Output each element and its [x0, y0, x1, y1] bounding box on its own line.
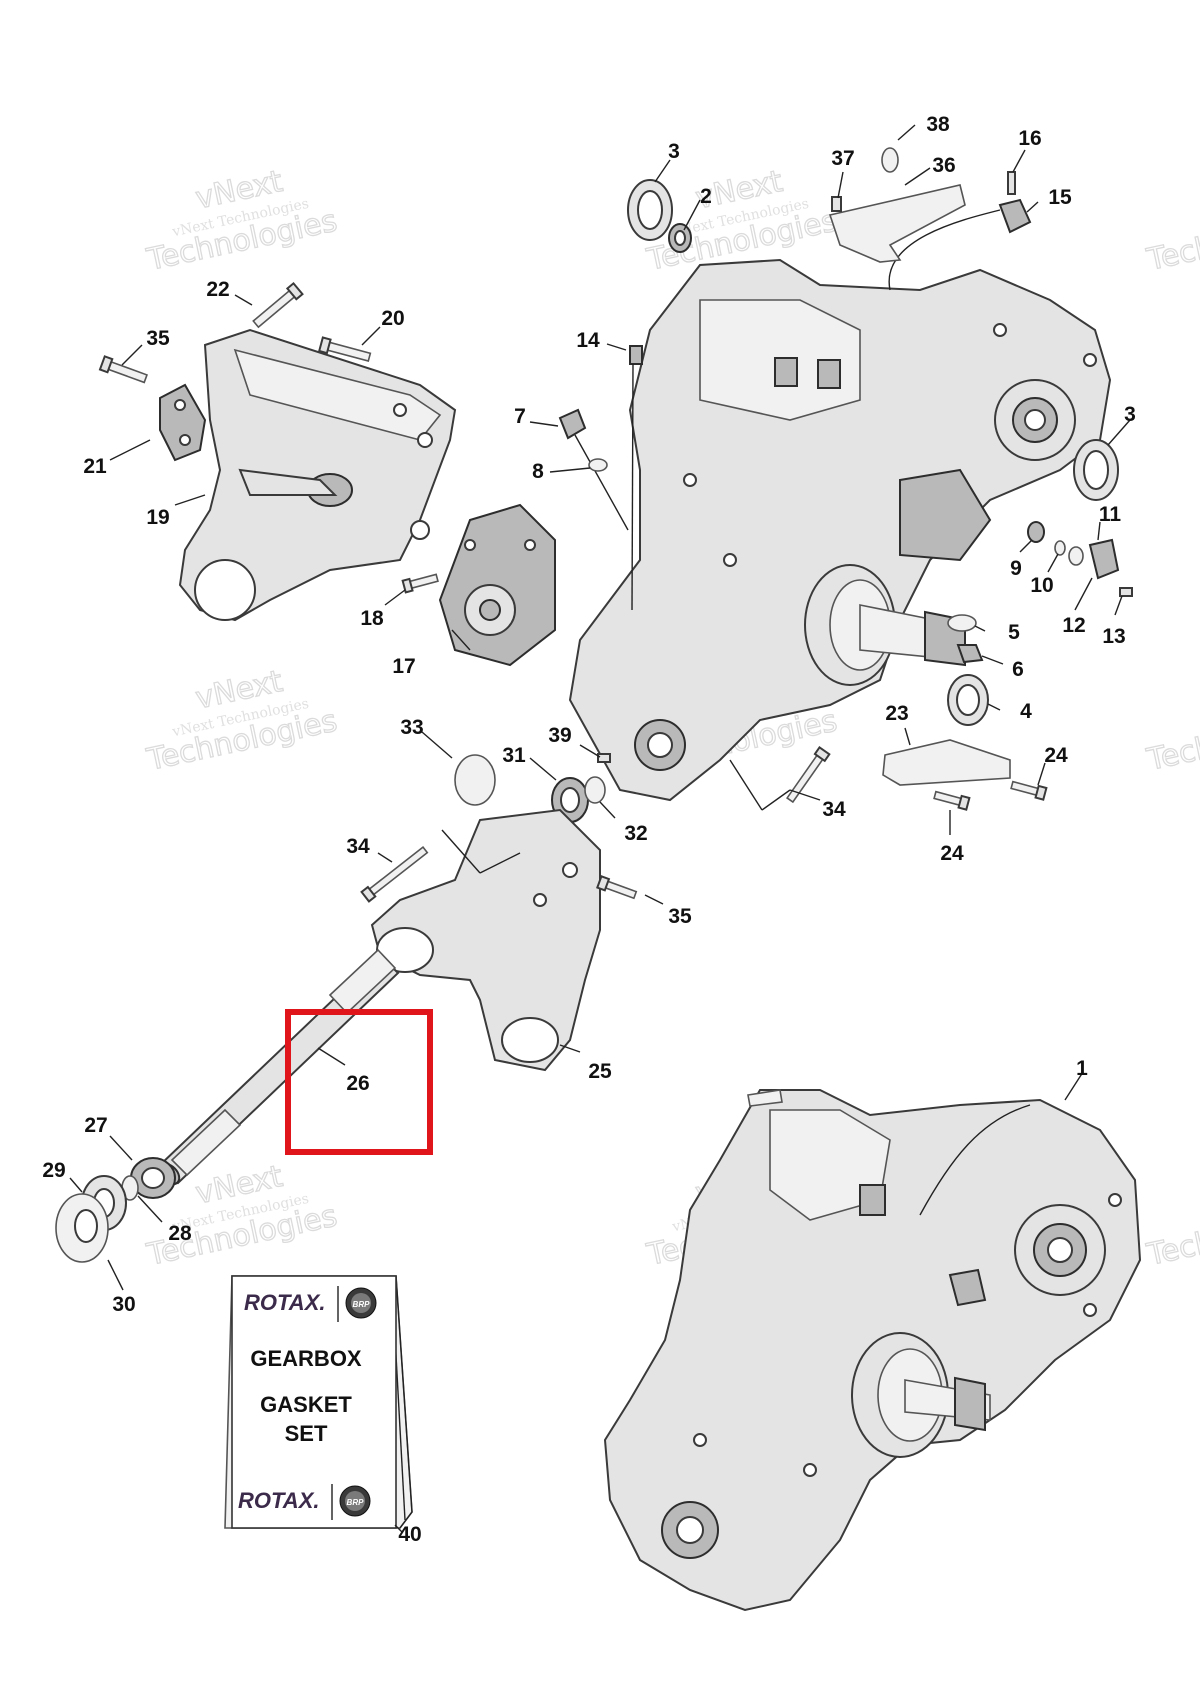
callout-18: 18	[360, 607, 384, 630]
kit-brand-top: ROTAX.	[244, 1290, 325, 1315]
callout-19: 19	[146, 506, 169, 529]
callout-2: 2	[700, 185, 712, 208]
bolt-34-right	[786, 746, 831, 804]
kit-badge-bottom: BRP	[347, 1498, 365, 1507]
kit-line-gasket: GASKET	[260, 1392, 352, 1417]
callout-12: 12	[1062, 614, 1085, 637]
callout-14: 14	[576, 329, 600, 352]
svg-text:Technologies: Technologies	[1143, 204, 1200, 279]
callout-34-left: 34	[346, 835, 370, 858]
callout-24-right: 24	[1044, 744, 1068, 767]
part-21-plate	[159, 383, 207, 462]
part-23-bracket	[882, 739, 1011, 786]
parts-4-6-seals	[947, 614, 989, 726]
leader-lines	[69, 124, 1131, 1533]
callout-20: 20	[381, 307, 404, 330]
part-19-mounting-bracket	[178, 328, 457, 622]
part-15-sensor	[998, 198, 1032, 234]
part-1-gearbox-assembly	[603, 1089, 1142, 1612]
bolts-24	[933, 780, 1048, 811]
part-17-pump-cover	[438, 503, 556, 667]
callout-26: 26	[346, 1072, 369, 1095]
part-39-pin	[597, 753, 611, 763]
callout-22: 22	[206, 278, 229, 301]
part-32-ring	[584, 776, 606, 804]
callout-39: 39	[548, 724, 571, 747]
callout-10: 10	[1030, 574, 1053, 597]
callout-36: 36	[932, 154, 955, 177]
callout-23: 23	[885, 702, 908, 725]
callout-3-top: 3	[668, 140, 680, 163]
part-14-plug	[629, 345, 643, 365]
bolt-35-mid	[596, 875, 638, 900]
kit-brand-bottom: ROTAX.	[238, 1488, 319, 1513]
callout-27: 27	[84, 1114, 107, 1137]
svg-text:Technologies: Technologies	[1143, 704, 1200, 779]
callout-17: 17	[392, 655, 415, 678]
callout-15: 15	[1048, 186, 1072, 209]
kit-badge-top: BRP	[353, 1300, 371, 1309]
callout-31: 31	[502, 744, 526, 767]
callout-24-bottom: 24	[940, 842, 964, 865]
callout-16: 16	[1018, 127, 1041, 150]
part-7-dipstick	[558, 408, 629, 531]
bolts-upper-left	[98, 281, 372, 384]
callout-3-right: 3	[1124, 403, 1136, 426]
part-3-seal-top	[627, 179, 673, 241]
callout-1: 1	[1076, 1057, 1088, 1080]
part-2-bearing	[668, 223, 692, 253]
callout-25: 25	[588, 1060, 612, 1083]
gearbox-housing-exploded	[568, 209, 1112, 802]
callout-4: 4	[1020, 700, 1032, 723]
part-33-oring	[454, 754, 496, 806]
kit-line-set: SET	[285, 1421, 328, 1446]
callout-37: 37	[831, 147, 854, 170]
part-37-bolt	[831, 196, 842, 212]
callout-35-left: 35	[146, 327, 170, 350]
part-40-gasket-set-kit: ROTAX. BRP GEARBOX GASKET SET ROTAX. BRP	[224, 1275, 413, 1529]
callout-35-mid: 35	[668, 905, 692, 928]
part-38-ring	[881, 147, 899, 173]
callout-7: 7	[514, 405, 526, 428]
callout-21: 21	[83, 455, 107, 478]
callout-34-right: 34	[822, 798, 846, 821]
bolt-34-left	[360, 846, 429, 903]
callout-30: 30	[112, 1293, 135, 1316]
svg-text:Technologies: Technologies	[1143, 1199, 1200, 1274]
callout-5: 5	[1008, 621, 1020, 644]
part-30-washer	[55, 1193, 109, 1263]
callout-32: 32	[624, 822, 647, 845]
part-36-bracket	[828, 184, 966, 263]
callout-28: 28	[168, 1222, 192, 1245]
part-16-bolt	[1007, 171, 1016, 195]
callout-9: 9	[1010, 557, 1022, 580]
callout-6: 6	[1012, 658, 1024, 681]
callout-40: 40	[398, 1523, 421, 1546]
parts-9-13-sensor	[1027, 521, 1133, 597]
bolt-18	[401, 573, 439, 594]
callout-labels: 1 2 3 3 4 5 6 7 8 9 10 11 12 13 14 15 16…	[42, 113, 1136, 1546]
callout-33: 33	[400, 716, 423, 739]
part-25-extension-housing	[370, 808, 601, 1072]
callout-38: 38	[926, 113, 950, 136]
callout-29: 29	[42, 1159, 65, 1182]
highlight-box	[285, 1009, 433, 1155]
callout-8: 8	[532, 460, 544, 483]
callout-11: 11	[1099, 503, 1122, 526]
part-3-seal-right	[1073, 439, 1119, 501]
callout-13: 13	[1102, 625, 1125, 648]
kit-line-gearbox: GEARBOX	[250, 1346, 362, 1371]
